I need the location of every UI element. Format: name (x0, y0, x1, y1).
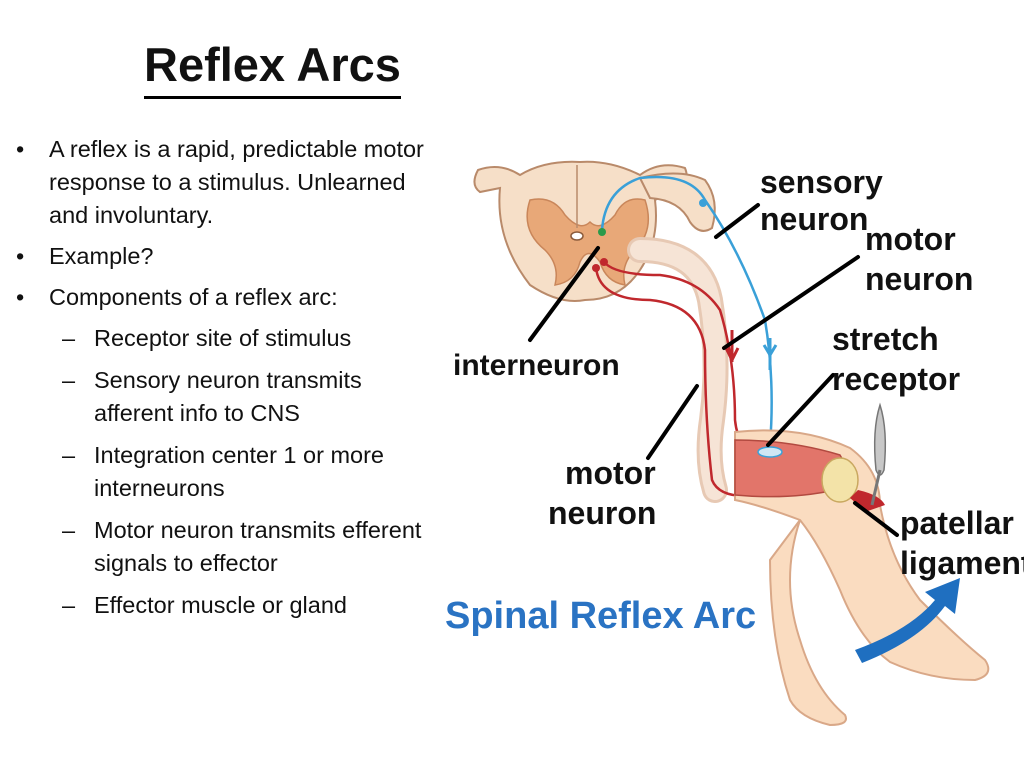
label-patellar: patellar (900, 505, 1014, 541)
label-receptor: receptor (832, 361, 960, 397)
reflex-hammer-icon (870, 402, 887, 506)
sub-bullet-item: – Effector muscle or gland (16, 589, 436, 622)
sub-bullet-text: Motor neuron transmits efferent signals … (94, 517, 422, 576)
bullet-dot-icon: • (16, 243, 25, 269)
dash-icon: – (62, 367, 76, 393)
leader-lines (528, 203, 899, 537)
page-title: Reflex Arcs (144, 34, 401, 99)
sub-bullet-text: Sensory neuron transmits afferent info t… (94, 367, 362, 426)
sub-bullet-text: Integration center 1 or more interneuron… (94, 442, 384, 501)
bullet-dot-icon: • (16, 284, 25, 310)
sub-bullet-item: – Motor neuron transmits efferent signal… (16, 514, 436, 580)
bullet-item: • Components of a reflex arc: (16, 281, 436, 314)
stretch-receptor-icon (757, 446, 783, 458)
sub-bullet-item: – Receptor site of stimulus (16, 322, 436, 355)
label-motor-bottom: motor (565, 455, 656, 491)
label-ligament: ligament (900, 545, 1024, 581)
reflex-arc-diagram: sensory neuron motor neuron stretch rece… (445, 160, 1024, 727)
dash-icon: – (62, 325, 76, 351)
dash-icon: – (62, 442, 76, 468)
label-interneuron: interneuron (453, 349, 620, 382)
bullet-text: Example? (49, 243, 154, 269)
label-sensory-neuron: neuron (760, 201, 868, 237)
sub-bullet-item: – Sensory neuron transmits afferent info… (16, 364, 436, 430)
dash-icon: – (62, 517, 76, 543)
bullet-text: Components of a reflex arc: (49, 284, 338, 310)
label-sensory: sensory (760, 164, 883, 200)
diagram-caption: Spinal Reflex Arc (445, 595, 756, 637)
sensory-cell-body (699, 199, 707, 207)
label-motor-top: motor (865, 221, 956, 257)
bullet-dot-icon: • (16, 136, 25, 162)
label-motor-neuron-bottom: neuron (548, 495, 656, 531)
kick-arrow-icon (855, 578, 960, 663)
label-motor-neuron-top: neuron (865, 261, 973, 297)
bullet-list: • A reflex is a rapid, predictable motor… (16, 133, 436, 631)
bullet-text: A reflex is a rapid, predictable motor r… (49, 136, 424, 228)
spinal-cord (473, 160, 688, 302)
motor-neuron-path-2 (594, 267, 761, 498)
sub-bullet-text: Effector muscle or gland (94, 592, 347, 618)
label-stretch: stretch (832, 321, 939, 357)
interneuron-cell (598, 228, 606, 236)
sub-bullet-item: – Integration center 1 or more interneur… (16, 439, 436, 505)
bullet-item: • Example? (16, 240, 436, 273)
sub-bullet-text: Receptor site of stimulus (94, 325, 352, 351)
bullet-item: • A reflex is a rapid, predictable motor… (16, 133, 436, 232)
dash-icon: – (62, 592, 76, 618)
